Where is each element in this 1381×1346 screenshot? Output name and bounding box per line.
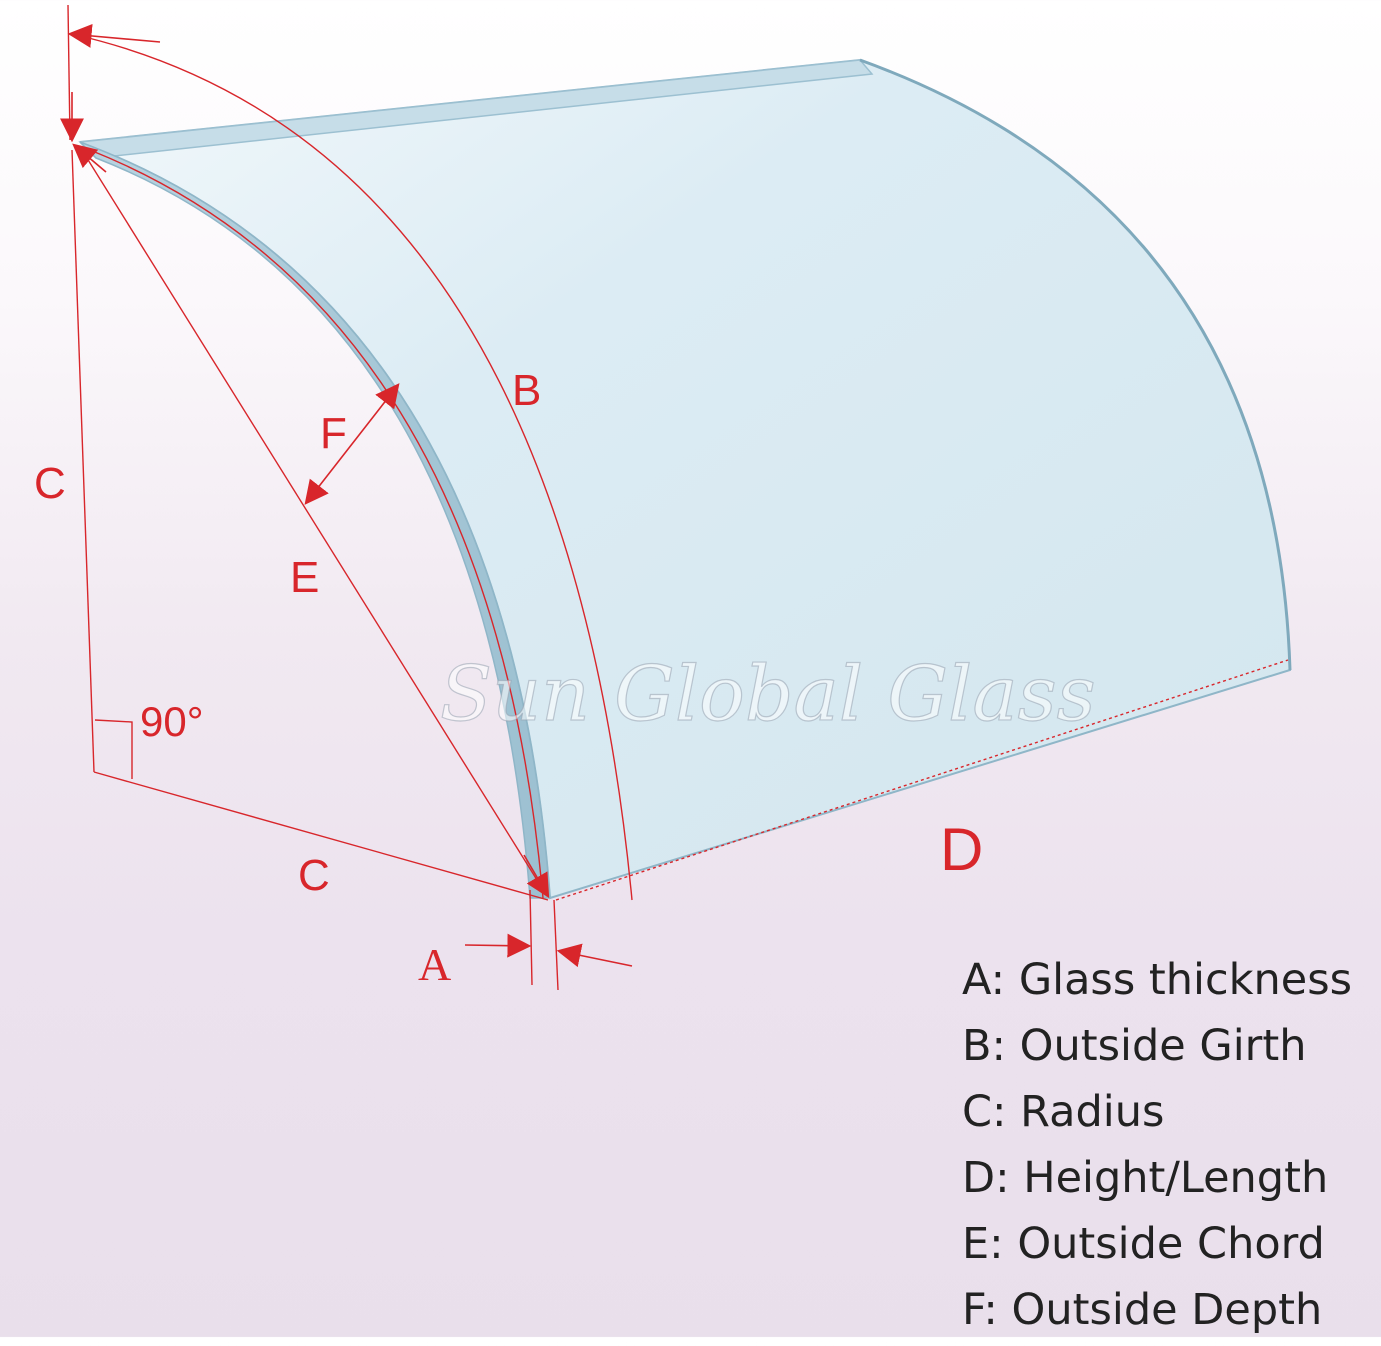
inner-surface-arc <box>89 149 544 899</box>
thickness-arrow-left <box>464 933 532 958</box>
label-b: B <box>512 366 541 415</box>
legend-item-b: B: Outside Girth <box>962 1021 1307 1071</box>
glass-right-edge <box>859 58 1292 671</box>
label-f: F <box>320 409 347 458</box>
thickness-line-right <box>553 899 559 991</box>
glass-surface <box>79 58 1292 900</box>
vertex-side-arrow <box>72 143 107 173</box>
label-c-base: C <box>298 851 330 900</box>
label-c-vertical: C <box>34 459 66 508</box>
label-angle: 90° <box>140 698 204 745</box>
thickness-line-left <box>529 889 533 986</box>
legend-item-a: A: Glass thickness <box>962 955 1353 1005</box>
girth-top-arrow <box>67 23 161 48</box>
outside-girth-arc <box>71 33 633 901</box>
curved-glass-pane <box>78 58 1292 900</box>
legend: A: Glass thickness B: Outside Girth C: R… <box>962 950 1352 1346</box>
depth-arrow <box>304 383 400 505</box>
dimension-arrows <box>60 23 633 968</box>
dimension-lines <box>67 4 1289 991</box>
legend-item-e: E: Outside Chord <box>962 1219 1325 1269</box>
base-corner-arrow <box>523 854 550 899</box>
label-e: E <box>290 553 319 602</box>
legend-item-f: F: Outside Depth <box>962 1285 1323 1335</box>
label-a: A <box>418 939 451 990</box>
chord-line <box>79 146 548 897</box>
label-d: D <box>940 816 983 883</box>
radius-line-vertical <box>71 149 95 773</box>
depth-dashed-line <box>555 659 1289 901</box>
right-angle-mark <box>94 719 133 779</box>
extension-line-top <box>67 4 71 141</box>
legend-item-c: C: Radius <box>962 1087 1165 1137</box>
watermark: Sun Global Glass <box>440 649 1096 738</box>
radius-line-base <box>93 771 549 901</box>
thickness-arrow-right <box>556 943 633 968</box>
legend-item-d: D: Height/Length <box>962 1153 1329 1203</box>
